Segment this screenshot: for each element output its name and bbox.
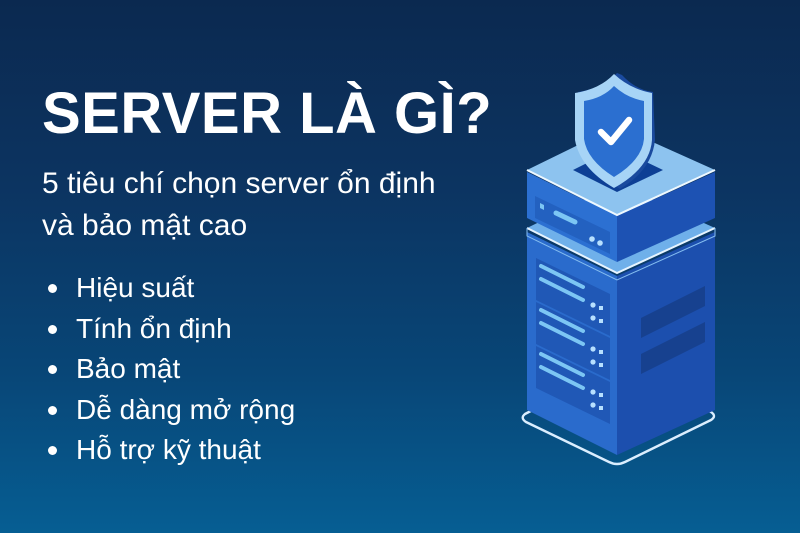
criteria-label: Hỗ trợ kỹ thuật	[76, 434, 261, 465]
list-item: Hiệu suất	[42, 268, 295, 309]
bullet-icon	[48, 405, 57, 415]
criteria-label: Dễ dàng mở rộng	[76, 393, 296, 425]
bullet-icon	[48, 365, 57, 374]
server-illustration	[521, 73, 716, 466]
subtitle-line-2: và bảo mật cao	[42, 209, 248, 242]
shield-check-icon	[575, 73, 655, 189]
bullet-icon	[48, 446, 57, 455]
subtitle-line-1: 5 tiêu chí chọn server ổn định	[42, 167, 436, 200]
list-item: Dễ dàng mở rộng	[42, 390, 295, 431]
subtitle: 5 tiêu chí chọn server ổn định và bảo mậ…	[42, 163, 436, 247]
rack-unit-1	[536, 258, 610, 336]
page-title: SERVER LÀ GÌ?	[42, 81, 493, 146]
criteria-label: Bảo mật	[76, 353, 181, 384]
rack-unit-2	[536, 302, 610, 380]
bullet-icon	[48, 284, 57, 293]
list-item: Bảo mật	[42, 349, 295, 390]
criteria-list: Hiệu suất Tính ổn định Bảo mật Dễ dàng m…	[42, 268, 295, 471]
rack-unit-3	[536, 346, 610, 424]
list-item: Hỗ trợ kỹ thuật	[42, 430, 295, 471]
platform-outline-icon	[521, 400, 716, 466]
list-item: Tính ổn định	[42, 309, 295, 350]
criteria-label: Tính ổn định	[76, 312, 232, 344]
bullet-icon	[48, 324, 57, 334]
criteria-label: Hiệu suất	[76, 272, 195, 303]
